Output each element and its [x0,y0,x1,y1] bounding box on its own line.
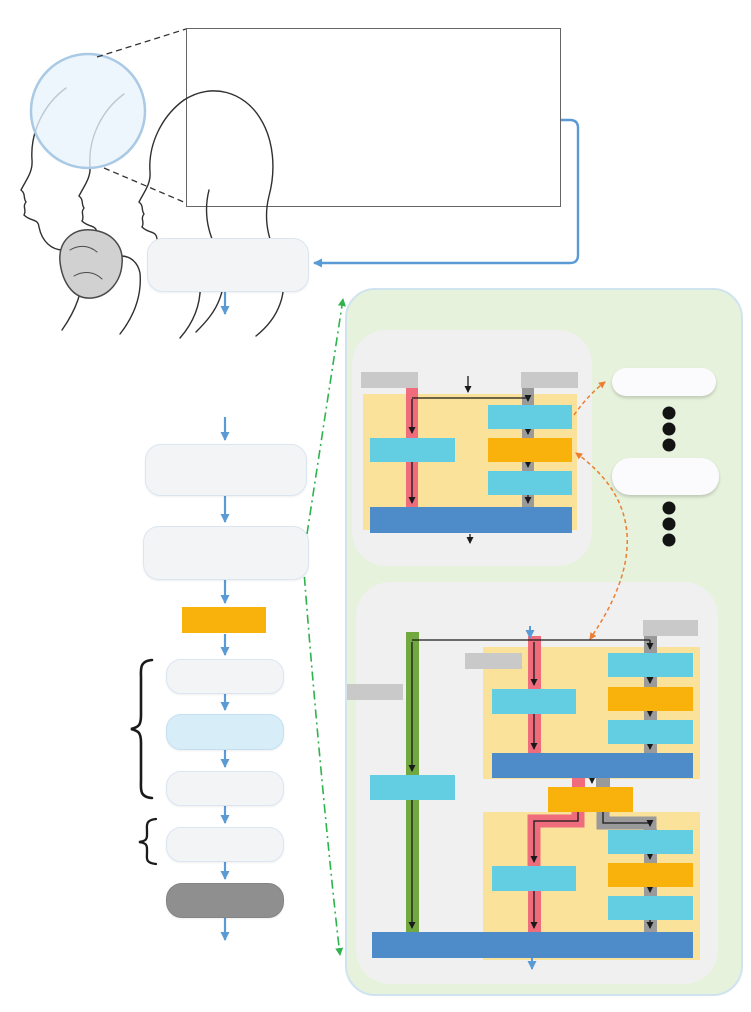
f2-title [352,335,592,355]
matrix-line1 [106,322,356,344]
eeg-plot [186,28,561,207]
channel-wise-brace [138,817,158,866]
softmax-box [166,883,284,918]
emotion-classification-label [110,944,340,966]
brain-fold-2 [73,271,103,280]
linear-layer-2-box [166,771,284,806]
f3-sum-layer-1 [492,753,693,778]
f2-path1-label [521,372,578,388]
linear-layer-1-box [166,659,284,694]
f2-axon-right-2 [488,471,572,495]
eeg-traces [187,29,560,206]
brain-fold-1 [69,245,98,253]
zoom-dashes [96,28,187,204]
f2-output-label [352,543,592,563]
f4-box [612,458,719,495]
eeg-caption [186,206,559,230]
f2-path2-label [361,372,418,388]
f3-title [356,589,718,609]
leaky-relu-box [166,714,284,750]
f3-axon-path3 [370,775,455,800]
fractal-snn-block-box [143,526,309,580]
f3-soma-mid [548,787,633,812]
f2-sum-layer [370,507,572,533]
f3-output-label [356,969,718,989]
f2-axon-right-1 [488,405,572,429]
f3-soma-right-1 [608,687,693,711]
brain [59,229,123,299]
multi-head-attention-box [145,444,307,496]
f3-path2-label [465,653,522,669]
matrix-equation [106,322,356,418]
pipeline-soma-box [182,607,266,633]
f3-axon-right-4 [608,896,693,920]
f3-sum-layer-final [372,932,693,958]
panel-title [345,293,743,321]
f2-soma [488,438,572,462]
f3-axon-left-2 [492,866,576,891]
f3-path3-label [347,684,403,700]
feature-extraction-box [147,238,309,292]
f3-axon-right-2 [608,720,693,744]
f2-axon-left [370,438,455,462]
head-outline-1 [20,87,84,331]
feature-wise-brace [130,658,154,800]
f1-equals-axon-box [612,368,716,396]
linear-layer-3-box [166,827,284,862]
f3-axon-left-1 [492,689,576,714]
electrode-cap [29,52,147,170]
f3-path1-label [643,620,698,636]
f3-axon-right-3 [608,830,693,854]
braces [130,658,158,866]
f3-axon-right-1 [608,653,693,677]
f3-soma-right-2 [608,863,693,887]
